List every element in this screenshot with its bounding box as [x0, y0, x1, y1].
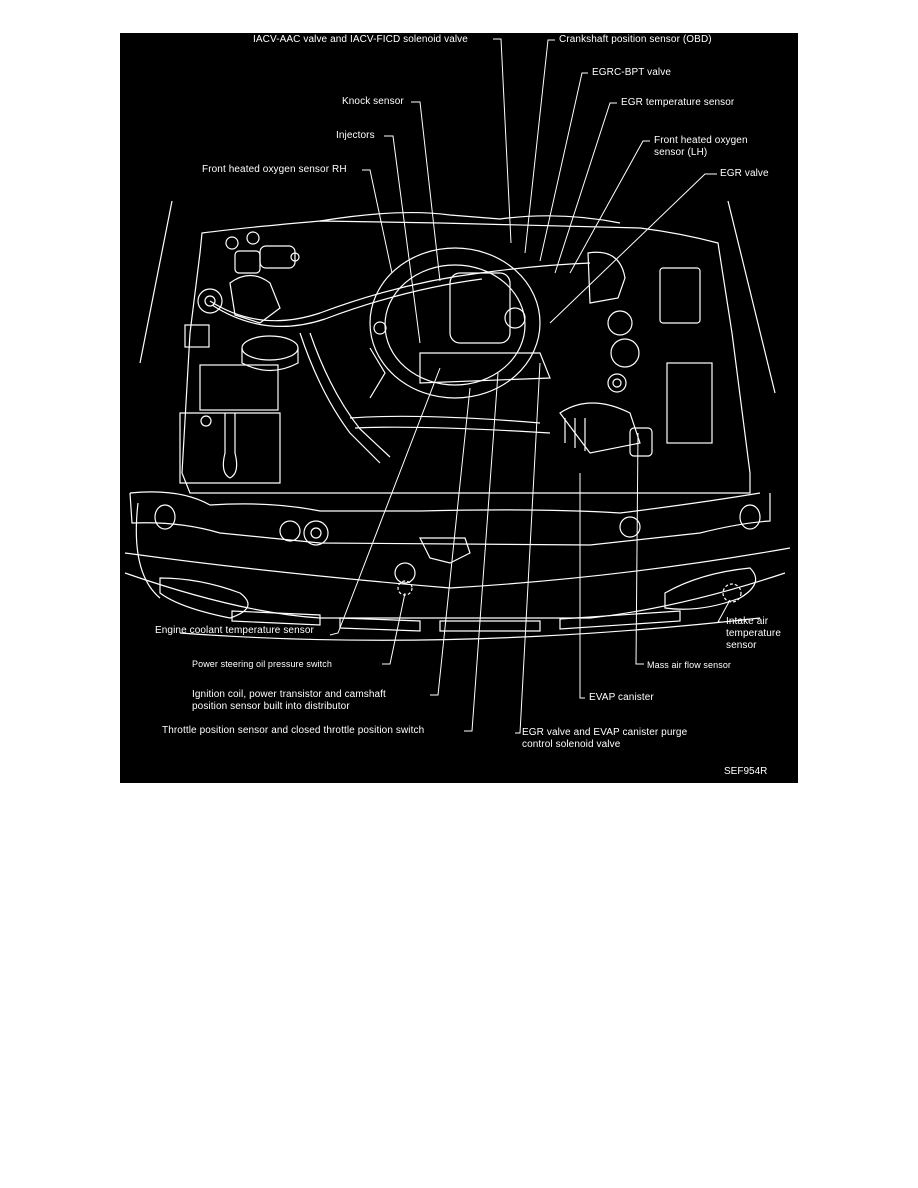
engine-line-drawing: [124, 38, 791, 734]
label-egr-evap-line1: EGR valve and EVAP canister purge: [522, 727, 688, 738]
label-evap-canister: EVAP canister: [589, 692, 654, 703]
label-injectors: Injectors: [336, 130, 375, 141]
label-throttle-position-sensor: Throttle position sensor and closed thro…: [162, 725, 425, 736]
label-power-steering-switch: Power steering oil pressure switch: [192, 659, 332, 669]
label-ignition-line1: Ignition coil, power transistor and cams…: [192, 689, 386, 700]
label-engine-coolant-temp-sensor: Engine coolant temperature sensor: [155, 625, 314, 636]
figure-id: SEF954R: [724, 766, 768, 777]
label-front-o2-lh-line2: sensor (LH): [654, 147, 708, 158]
label-iacv-valve: IACV-AAC valve and IACV-FICD solenoid va…: [253, 34, 468, 45]
label-front-o2-sensor-rh: Front heated oxygen sensor RH: [202, 164, 347, 175]
label-intake-air-temp-sensor: Intake air temperature sensor: [726, 616, 781, 652]
label-mass-air-flow-sensor: Mass air flow sensor: [647, 660, 732, 670]
label-front-o2-sensor-lh: Front heated oxygen sensor (LH): [654, 135, 748, 159]
label-egr-valve: EGR valve: [720, 168, 769, 179]
label-egr-evap-purge-solenoid: EGR valve and EVAP canister purge contro…: [522, 727, 687, 751]
label-egr-evap-line2: control solenoid valve: [522, 739, 621, 750]
label-egr-temperature-sensor: EGR temperature sensor: [621, 97, 735, 108]
label-front-o2-lh-line1: Front heated oxygen: [654, 135, 748, 146]
label-intake-air-line2: temperature: [726, 628, 782, 639]
label-ignition-coil: Ignition coil, power transistor and cams…: [192, 689, 386, 713]
label-intake-air-line3: sensor: [726, 640, 757, 651]
label-knock-sensor: Knock sensor: [342, 96, 404, 107]
label-egrc-bpt-valve: EGRC-BPT valve: [592, 67, 672, 78]
label-crankshaft-position-sensor: Crankshaft position sensor (OBD): [559, 34, 712, 45]
label-ignition-line2: position sensor built into distributor: [192, 701, 350, 712]
engine-compartment-diagram: IACV-AAC valve and IACV-FICD solenoid va…: [120, 33, 798, 783]
label-intake-air-line1: Intake air: [726, 616, 769, 627]
